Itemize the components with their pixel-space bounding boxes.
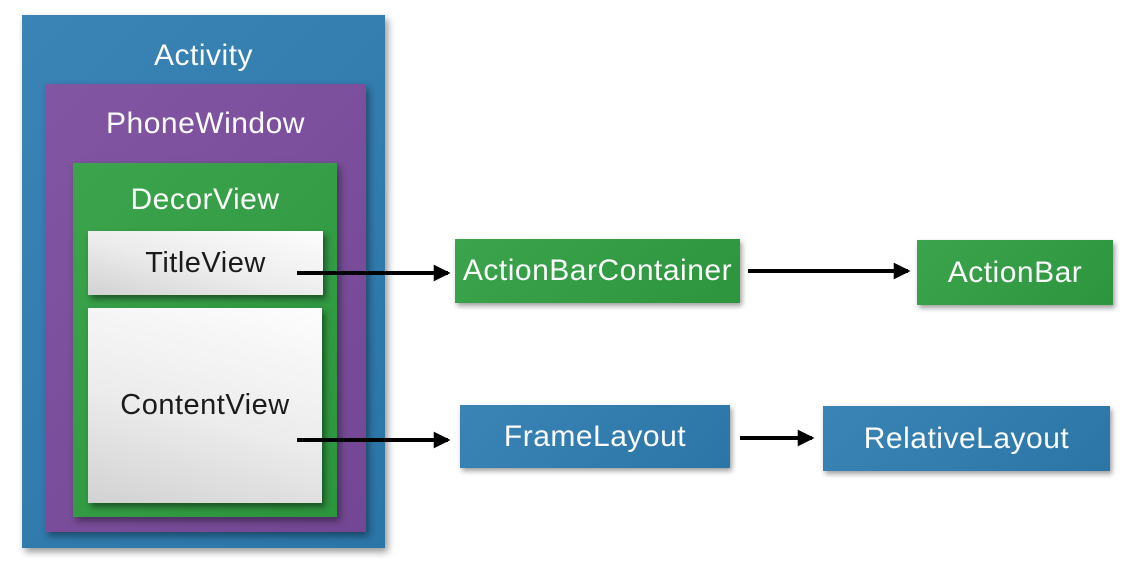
node-actionbarcontainer: ActionBarContainer [455,239,740,303]
node-actionbarcontainer-label: ActionBarContainer [462,254,733,287]
node-titleview: TitleView [88,231,323,295]
node-actionbar-label: ActionBar [947,255,1083,289]
node-actionbar: ActionBar [917,240,1113,305]
node-phonewindow-label: PhoneWindow [106,107,305,140]
node-decorview-label: DecorView [130,183,280,216]
node-framelayout: FrameLayout [460,405,730,468]
node-relativelayout-label: RelativeLayout [863,421,1070,455]
node-contentview: ContentView [88,308,322,503]
node-relativelayout: RelativeLayout [823,406,1110,471]
node-activity-label: Activity [153,39,253,72]
node-framelayout-label: FrameLayout [503,419,687,453]
node-titleview-label: TitleView [145,246,266,279]
node-contentview-label: ContentView [120,389,290,421]
